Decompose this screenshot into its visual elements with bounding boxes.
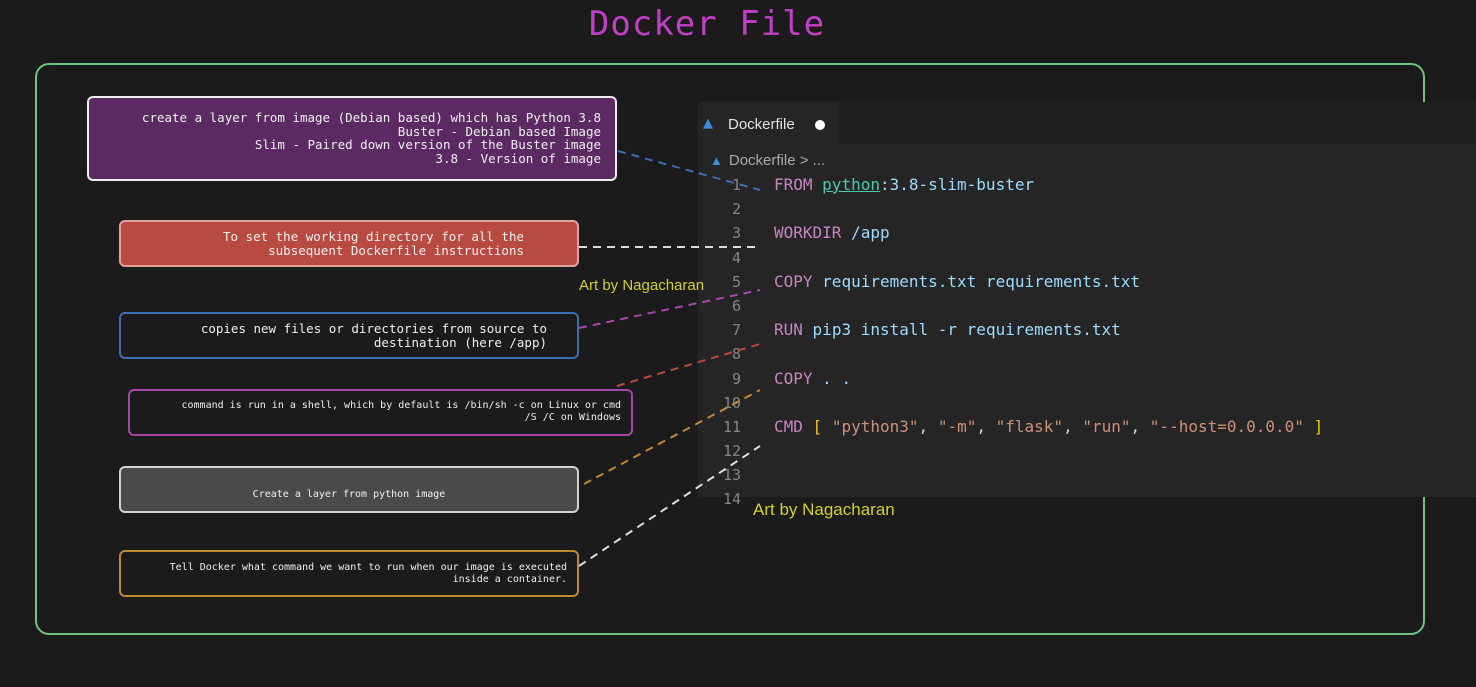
editor-tab-bar: ▲ Dockerfile (698, 102, 1476, 144)
credit-label: Art by Nagacharan (579, 277, 705, 294)
keyword: FROM (774, 175, 813, 194)
credit-label: Art by Nagacharan (753, 500, 895, 519)
keyword: RUN (774, 320, 803, 340)
keyword: CMD (774, 416, 803, 436)
code-line-13: 13 (698, 463, 1476, 487)
code-area[interactable]: 1 FROM python:3.8-slim-buster 2 3 WORKDI… (698, 173, 1476, 512)
close-bracket: ] (1313, 416, 1324, 436)
note-copy-instruction: copies new files or directories from sou… (119, 312, 579, 359)
keyword: COPY (774, 368, 813, 388)
breadcrumb-text: Dockerfile > ... (728, 152, 826, 169)
string: "run" (1082, 416, 1131, 436)
image-tag: :3.8-slim-buster (879, 175, 1035, 194)
note-python-image: Create a layer from python image (119, 466, 579, 513)
code-line-7: 7 RUN pip3 install -r requirements.txt (698, 318, 1476, 342)
line-number: 8 (731, 345, 741, 364)
image-name[interactable]: python (822, 175, 880, 194)
code-line-2: 2 (698, 197, 1476, 221)
note-run-instruction: command is run in a shell, which by defa… (128, 389, 633, 436)
code-line-6: 6 (698, 294, 1476, 318)
open-bracket: [ (812, 416, 823, 436)
code-line-1: 1 FROM python:3.8-slim-buster (698, 173, 1476, 197)
comma: , (976, 416, 986, 436)
argument: pip3 install -r requirements.txt (812, 320, 1121, 340)
line-number: 12 (722, 442, 741, 461)
line-number: 6 (731, 296, 741, 315)
line-number: 3 (731, 224, 741, 243)
string: "-m" (937, 416, 977, 436)
line-number: 4 (731, 248, 741, 267)
unsaved-dot-icon[interactable] (815, 120, 825, 130)
string: "python3" (831, 416, 919, 436)
line-number: 11 (722, 417, 741, 436)
keyword: COPY (774, 271, 813, 291)
code-line-10: 10 (698, 391, 1476, 415)
note-from-instruction: create a layer from image (Debian based)… (87, 96, 617, 181)
argument: . . (822, 368, 852, 388)
note-cmd-instruction: Tell Docker what command we want to run … (119, 550, 579, 597)
line-number: 14 (722, 490, 741, 509)
line-number: 13 (722, 466, 741, 485)
code-line-4: 4 (698, 246, 1476, 270)
comma: , (1063, 416, 1073, 436)
code-line-11: 11 CMD [ "python3", "-m", "flask", "run"… (698, 415, 1476, 439)
code-line-9: 9 COPY . . (698, 367, 1476, 391)
line-number: 7 (731, 321, 741, 340)
string: "--host=0.0.0.0" (1149, 416, 1304, 436)
tab-label: Dockerfile (728, 116, 795, 133)
code-line-8: 8 (698, 342, 1476, 366)
keyword: WORKDIR (774, 223, 842, 243)
line-number: 2 (731, 200, 741, 219)
argument: /app (851, 223, 890, 243)
docker-whale-icon: ▲ (710, 153, 723, 168)
code-line-5: 5 COPY requirements.txt requirements.txt (698, 270, 1476, 294)
line-number: 10 (722, 393, 741, 412)
code-line-3: 3 WORKDIR /app (698, 221, 1476, 245)
breadcrumb[interactable]: ▲ Dockerfile > ... (710, 152, 825, 169)
code-editor: ▲ Dockerfile ▲ Dockerfile > ... 1 FROM py… (698, 102, 1476, 508)
line-number: 9 (731, 369, 741, 388)
line-number: 5 (731, 272, 741, 291)
tab-dockerfile[interactable]: ▲ Dockerfile (698, 102, 839, 144)
string: "flask" (995, 416, 1064, 436)
argument: requirements.txt requirements.txt (822, 271, 1141, 291)
code-line-12: 12 (698, 439, 1476, 463)
line-number: 1 (731, 176, 741, 194)
docker-whale-icon: ▲ (703, 116, 713, 131)
page-title: Docker File (588, 4, 826, 44)
comma: , (1130, 416, 1141, 436)
comma: , (918, 416, 929, 436)
note-workdir-instruction: To set the working directory for all the… (119, 220, 579, 267)
